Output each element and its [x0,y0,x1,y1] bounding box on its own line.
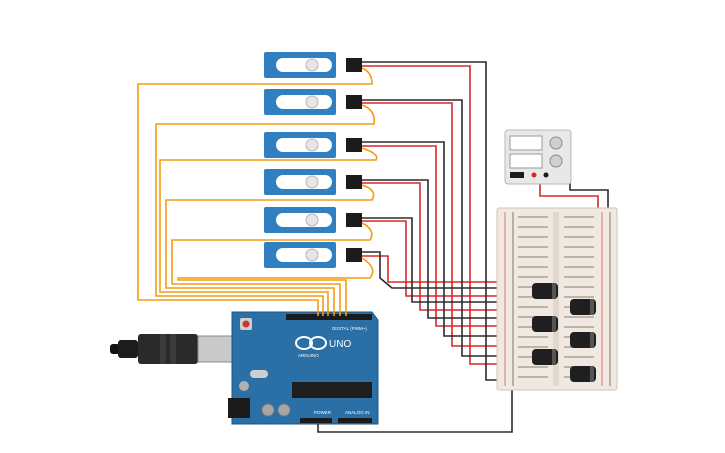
power-header[interactable] [300,418,332,423]
servo-4[interactable] [264,169,362,195]
crystal [250,370,268,378]
ground-wires [317,61,609,433]
power-supply-icon[interactable] [504,129,572,185]
analog-label: ANALOG IN [345,410,370,415]
capacitor-5[interactable] [532,349,558,365]
capacitor-6[interactable] [570,366,596,382]
capacitor-4[interactable] [570,332,596,348]
power-jack[interactable] [228,398,250,418]
arduino-uno-board[interactable]: DIGITAL (PWM~) UNO ARDUINO POWER ANALOG … [228,311,379,425]
microcontroller-chip [292,382,372,398]
servo-group [264,52,362,268]
servo-1[interactable] [264,52,362,78]
servo-5[interactable] [264,207,362,233]
capacitor-2[interactable] [570,299,596,315]
arduino-logo-icon [295,336,327,350]
servo-6[interactable] [264,242,362,268]
board-brand: ARDUINO [298,353,319,358]
servo-3[interactable] [264,132,362,158]
usb-cable-icon [110,334,233,364]
capacitor-group [532,283,596,382]
digital-label: DIGITAL (PWM~) [332,326,367,331]
power-label: POWER [314,410,332,415]
servo-2[interactable] [264,89,362,115]
signal-wires [137,67,378,316]
digital-header[interactable] [286,314,372,320]
analog-header[interactable] [338,418,372,423]
board-model: UNO [329,339,351,350]
capacitor-1[interactable] [532,283,558,299]
capacitor-3[interactable] [532,316,558,332]
